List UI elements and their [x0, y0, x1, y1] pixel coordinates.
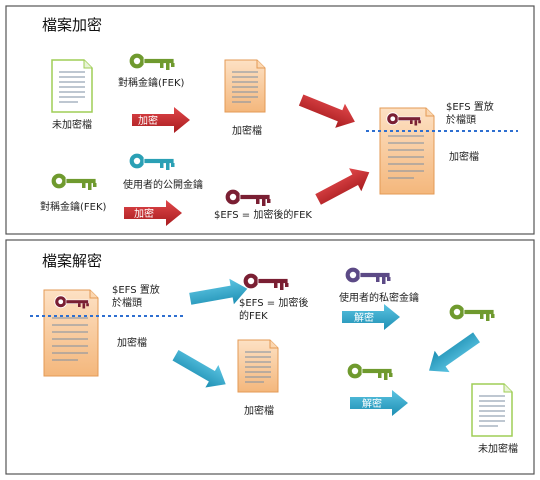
header-note-line2: 於檔頭	[446, 113, 476, 126]
encrypt-title: 檔案加密	[42, 16, 102, 34]
plain-file-label: 未加密檔	[52, 118, 92, 131]
private-key-label: 使用者的私密金鑰	[339, 291, 419, 304]
plain-file-icon	[52, 60, 92, 112]
fek-label-2: 對稱金鑰(FEK)	[40, 200, 107, 213]
fek-label: 對稱金鑰(FEK)	[118, 76, 185, 89]
source-file-label: 加密檔	[117, 336, 147, 349]
header-note-line1: $EFS 置放	[446, 100, 494, 113]
encrypt-arrow-label: 加密	[138, 114, 158, 127]
result-file-label: 加密檔	[449, 150, 479, 163]
decrypt-encrypted-file-label: 加密檔	[244, 404, 274, 417]
encrypted-file-icon	[225, 60, 265, 112]
source-note-line2: 於檔頭	[112, 296, 142, 309]
efs-label: $EFS = 加密後的FEK	[214, 208, 312, 221]
decrypt-arrow-label: 解密	[354, 311, 374, 324]
result-plain-file-label: 未加密檔	[478, 442, 518, 455]
decrypt-title: 檔案解密	[42, 252, 102, 270]
result-plain-file-icon	[472, 384, 512, 436]
encrypted-file-label: 加密檔	[232, 124, 262, 137]
efs-label-line2: 的FEK	[239, 309, 268, 322]
decrypt-encrypted-file-icon	[238, 340, 278, 392]
public-key-label: 使用者的公開金鑰	[123, 178, 203, 191]
encrypt-arrow-label-2: 加密	[134, 207, 154, 220]
decrypt-arrow-label-2: 解密	[362, 397, 382, 410]
source-note-line1: $EFS 置放	[112, 283, 160, 296]
efs-label-line1: $EFS = 加密後	[239, 296, 308, 309]
